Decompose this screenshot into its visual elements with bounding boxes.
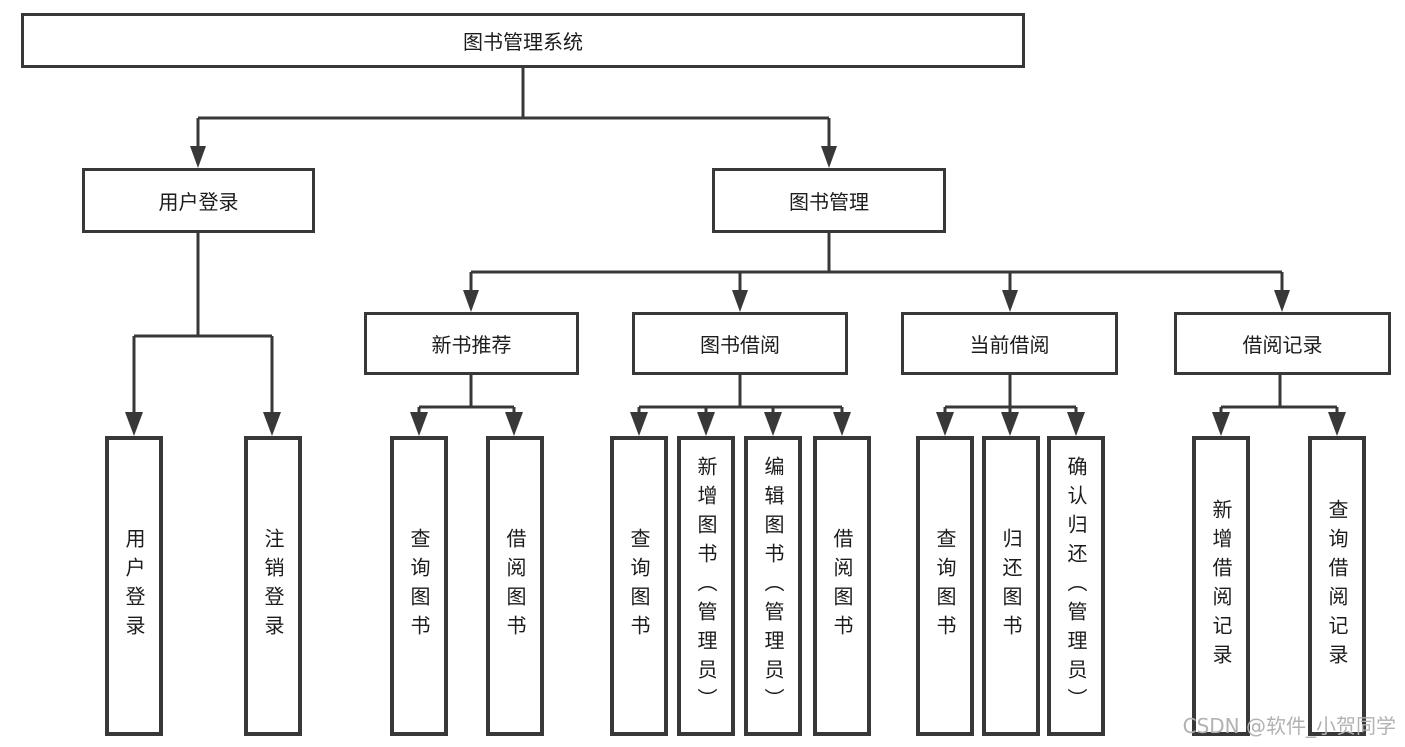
node-user-login: 用户登录 <box>82 168 315 233</box>
leaf-confirm-return-admin-label: 确认归还（管理员） <box>1064 455 1088 717</box>
node-book-borrowing-label: 图书借阅 <box>700 333 780 357</box>
leaf-return-books: 归还图书 <box>982 436 1040 736</box>
leaf-confirm-return-admin: 确认归还（管理员） <box>1047 436 1105 736</box>
leaf-borrow-books-recommend-label: 借阅图书 <box>503 528 527 644</box>
leaf-return-books-label: 归还图书 <box>999 528 1023 644</box>
leaf-logout-label: 注销登录 <box>261 528 285 644</box>
node-current-borrowing: 当前借阅 <box>901 312 1118 375</box>
leaf-query-books-recommend: 查询图书 <box>390 436 448 736</box>
leaf-edit-book-admin: 编辑图书（管理员） <box>744 436 802 736</box>
leaf-edit-book-admin-label: 编辑图书（管理员） <box>761 455 785 717</box>
leaf-add-borrow-record-label: 新增借阅记录 <box>1209 499 1233 673</box>
node-user-login-label: 用户登录 <box>158 190 239 214</box>
leaf-query-books-borrow: 查询图书 <box>610 436 668 736</box>
leaf-query-books-borrow-label: 查询图书 <box>627 528 651 644</box>
leaf-user-login: 用户登录 <box>105 436 163 736</box>
leaf-add-book-admin: 新增图书（管理员） <box>677 436 735 736</box>
leaf-query-borrow-record-label: 查询借阅记录 <box>1325 499 1349 673</box>
leaf-query-books-current: 查询图书 <box>916 436 974 736</box>
csdn-watermark: CSDN @软件_小贺同学 <box>1182 714 1396 738</box>
leaf-query-borrow-record: 查询借阅记录 <box>1308 436 1366 736</box>
leaf-add-book-admin-label: 新增图书（管理员） <box>694 455 718 717</box>
leaf-borrow-books: 借阅图书 <box>813 436 871 736</box>
leaf-query-books-current-label: 查询图书 <box>933 528 957 644</box>
node-new-book-recommendation: 新书推荐 <box>364 312 579 375</box>
leaf-query-books-recommend-label: 查询图书 <box>407 528 431 644</box>
node-book-borrowing: 图书借阅 <box>632 312 848 375</box>
node-root: 图书管理系统 <box>21 13 1025 68</box>
node-borrowing-records: 借阅记录 <box>1174 312 1391 375</box>
leaf-user-login-label: 用户登录 <box>122 528 146 644</box>
node-current-borrowing-label: 当前借阅 <box>969 333 1050 357</box>
leaf-borrow-books-recommend: 借阅图书 <box>486 436 544 736</box>
node-borrowing-records-label: 借阅记录 <box>1242 333 1323 357</box>
leaf-add-borrow-record: 新增借阅记录 <box>1192 436 1250 736</box>
leaf-borrow-books-label: 借阅图书 <box>830 528 854 644</box>
node-book-management: 图书管理 <box>712 168 946 233</box>
node-root-label: 图书管理系统 <box>463 30 583 54</box>
node-book-management-label: 图书管理 <box>789 190 869 214</box>
node-new-book-recommendation-label: 新书推荐 <box>431 333 512 357</box>
leaf-logout: 注销登录 <box>244 436 302 736</box>
